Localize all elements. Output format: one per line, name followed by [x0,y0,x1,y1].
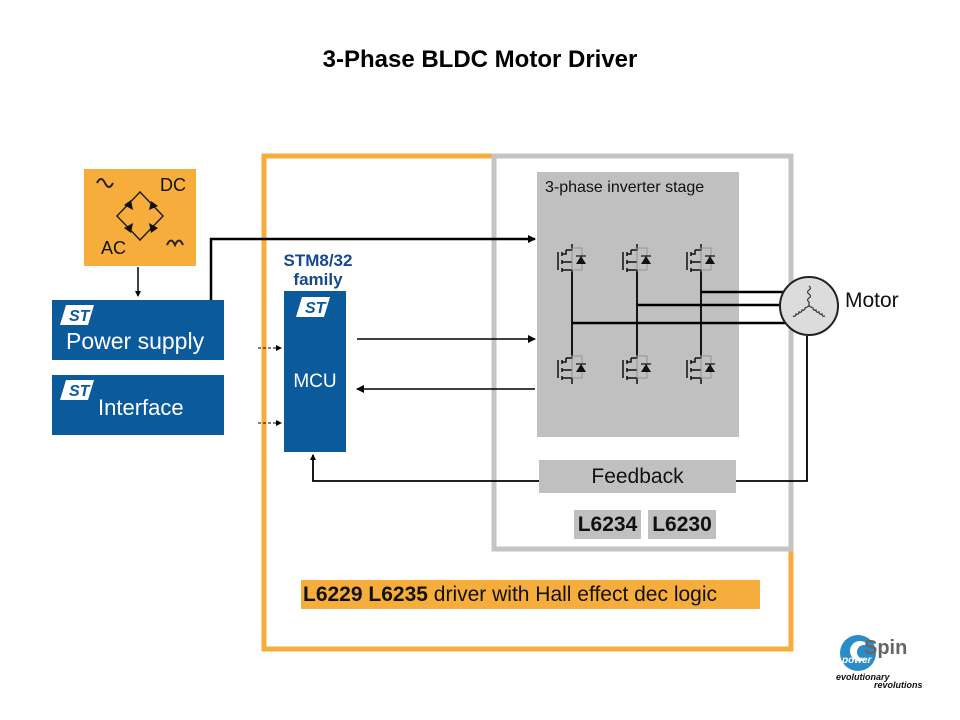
motor-icon [779,276,839,336]
interface-label: Interface [98,395,184,420]
diode-icon [149,201,158,210]
st-logo-icon: ST [60,380,94,405]
spin-power-logo [840,635,876,671]
power-supply-label: Power supply [66,328,205,354]
brand-sub: power [842,655,872,666]
svg-text:ST: ST [69,383,91,400]
power-supply-block[interactable]: ST Power supply [52,300,224,360]
brand-tagline-1: evolutionary [836,672,890,682]
diode-icon [149,223,158,233]
feedback-block[interactable]: Feedback [539,460,736,493]
mosfet-icon [557,352,586,384]
interface-block[interactable]: ST Interface [52,375,224,435]
svg-text:ST: ST [69,308,91,325]
motor-label: Motor [845,289,899,312]
diode-icon [124,223,133,233]
driver-text: driver with Hall effect dec logic [427,583,718,606]
chip-badge: L6234 [574,510,641,539]
st-logo-icon: ST [296,297,330,322]
brand-tagline-2: revolutions [874,680,923,690]
mosfet-icon [557,244,586,276]
dc-label: DC [160,175,186,195]
driver-description: L6229 L6235 driver with Hall effect dec … [301,580,760,609]
inverter-title: 3-phase inverter stage [545,179,705,196]
driver-chips: L6229 L6235 [303,583,428,606]
diode-icon [124,200,133,210]
mcu-label: MCU [293,371,337,392]
rectifier-block [84,169,196,266]
brand-name: Spin [864,637,908,659]
mcu-family-line1: STM8/32 [283,251,353,270]
phase-legs [571,272,702,355]
mcu-family-line2: family [293,270,343,289]
chip-badge: L6230 [648,510,716,539]
mcu-block[interactable]: ST MCU [284,291,346,452]
mosfet-icon [622,244,651,276]
st-logo-icon: ST [60,305,94,330]
ac-label: AC [101,238,127,258]
page-title: 3-Phase BLDC Motor Driver [322,46,638,73]
phase-wires [572,290,785,325]
mosfet-icon [622,352,651,384]
inverter-frame [491,153,794,552]
mosfet-icon [686,244,715,276]
psu-to-inverter-arrow [209,235,536,300]
bridge-rectifier-icon [96,178,184,248]
mosfet-icon [686,352,715,384]
mcu-family-label: STM8/32 family [270,251,366,289]
svg-text:ST: ST [305,300,327,317]
